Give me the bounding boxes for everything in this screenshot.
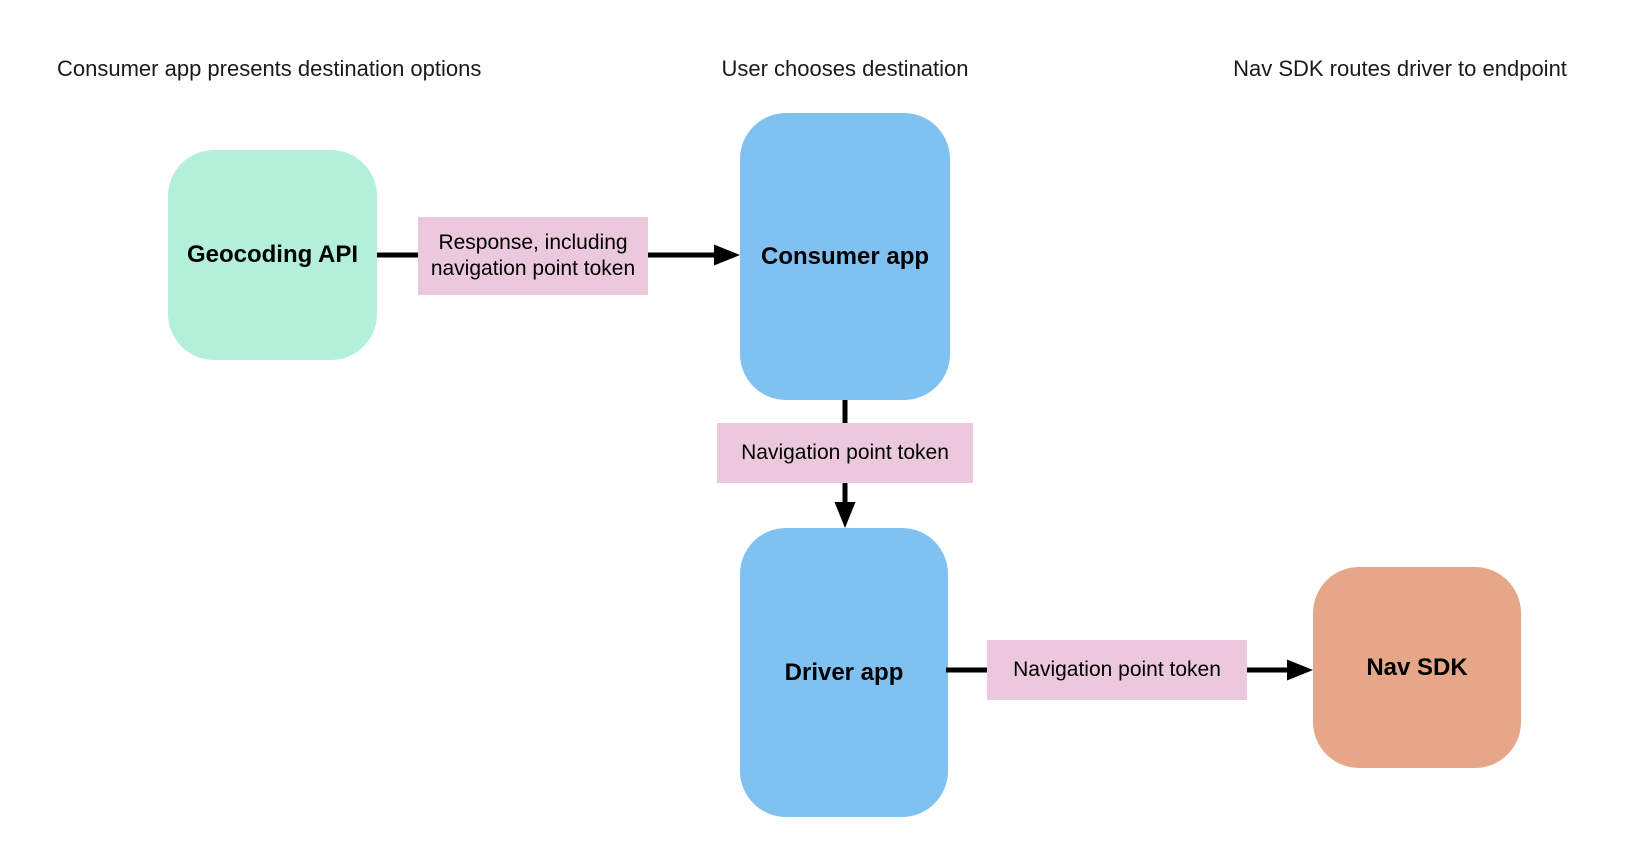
node-consumer-app-label: Consumer app: [760, 242, 930, 270]
node-geocoding-api: Geocoding API: [168, 150, 377, 360]
arrowhead: [1287, 659, 1313, 681]
arrowhead: [714, 244, 740, 266]
node-geocoding-api-label: Geocoding API: [186, 241, 359, 268]
node-driver-app-label: Driver app: [784, 658, 904, 686]
node-driver-app: Driver app: [740, 528, 948, 817]
edge-label-navigation-point-token-1: Navigation point token: [717, 423, 973, 483]
node-nav-sdk-label: Nav SDK: [1366, 653, 1468, 681]
edge-label-response-including-token: Response, including navigation point tok…: [418, 217, 648, 295]
edge-label-navigation-point-token-2: Navigation point token: [987, 640, 1247, 700]
column-header-user-chooses: User chooses destination: [721, 56, 969, 81]
arrowhead: [834, 502, 856, 528]
node-nav-sdk: Nav SDK: [1313, 567, 1521, 768]
column-header-consumer-presents: Consumer app presents destination option…: [57, 56, 482, 81]
column-header-nav-sdk-routes: Nav SDK routes driver to endpoint: [1233, 56, 1567, 81]
node-consumer-app: Consumer app: [740, 113, 950, 400]
